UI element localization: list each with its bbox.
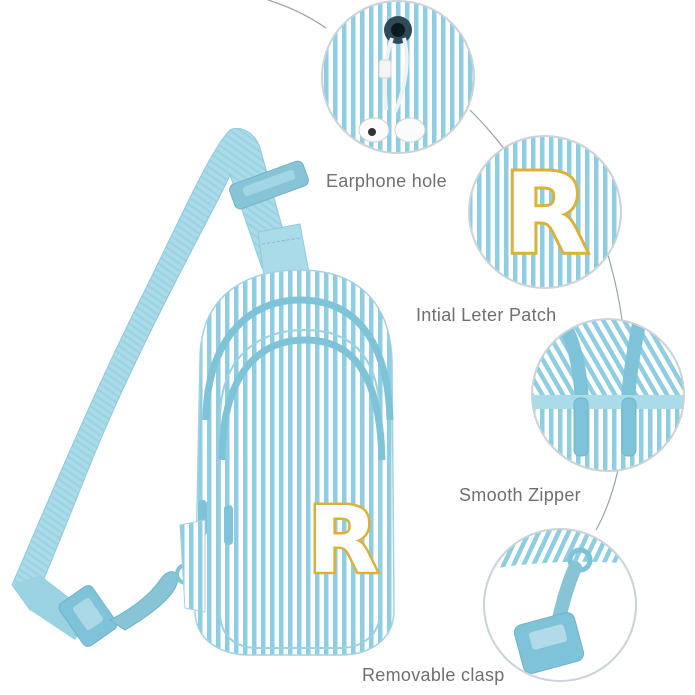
callout-connector-lines (267, 0, 623, 531)
letter-patch: R (305, 485, 381, 597)
patch-letter: R (308, 487, 379, 594)
patch-letter-closeup: R (504, 150, 589, 278)
detail-circle-zipper (531, 318, 685, 472)
detail-circle-earphone (321, 0, 475, 154)
detail-circle-patch: R (468, 135, 622, 289)
detail-circle-clasp (483, 528, 637, 682)
callout-label-earphone-hole: Earphone hole (326, 171, 447, 191)
callout-label-letter-patch: Intial Leter Patch (416, 305, 557, 325)
callout-label-smooth-zipper: Smooth Zipper (459, 485, 581, 505)
callout-label-removable-clasp: Removable clasp (362, 665, 505, 685)
sling-bag-body (179, 269, 395, 656)
